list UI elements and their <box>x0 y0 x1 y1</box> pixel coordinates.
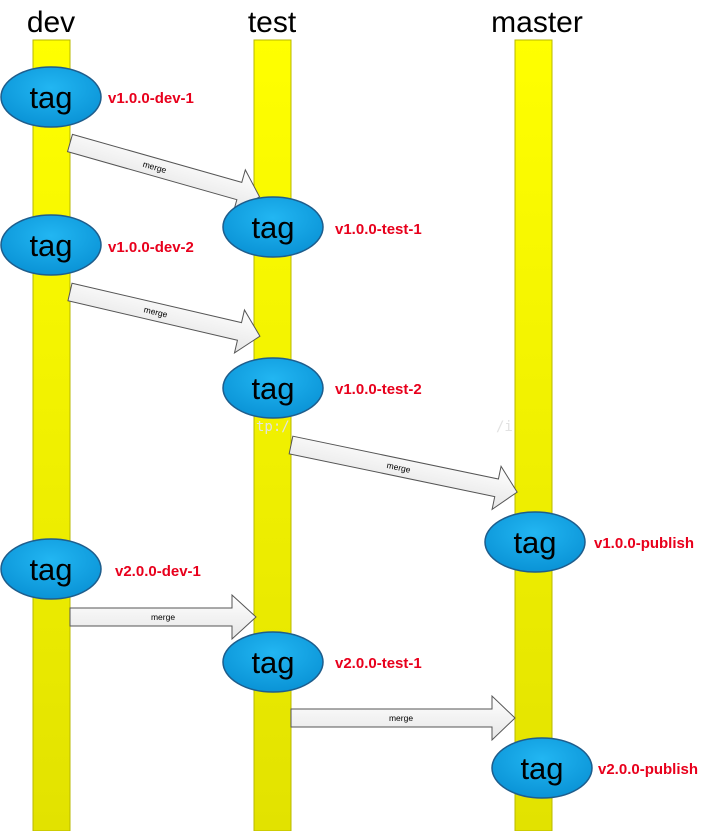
tag-node-text: tag <box>251 371 294 406</box>
merge-label: merge <box>151 612 175 622</box>
tag-node-v2.0.0-publish: tag <box>491 737 593 799</box>
version-label-v2.0.0-publish: v2.0.0-publish <box>598 761 698 778</box>
version-label-v2.0.0-test-1: v2.0.0-test-1 <box>335 655 422 672</box>
version-label-v1.0.0-dev-2: v1.0.0-dev-2 <box>108 239 194 256</box>
dev-branch-title: dev <box>27 6 75 39</box>
tag-node-text: tag <box>251 210 294 245</box>
tag-node-text: tag <box>29 228 72 263</box>
watermark-right: /i <box>496 419 513 435</box>
tag-node-v1.0.0-test-2: tag <box>222 357 324 419</box>
version-label-v1.0.0-test-1: v1.0.0-test-1 <box>335 221 422 238</box>
tag-node-v1.0.0-dev-2: tag <box>0 214 102 276</box>
watermark-left: tp:/ <box>256 419 290 435</box>
tag-node-v1.0.0-test-1: tag <box>222 196 324 258</box>
merge-label: merge <box>389 713 413 723</box>
master-branch-title: master <box>491 6 583 39</box>
tag-node-v1.0.0-publish: tag <box>484 511 586 573</box>
merge-arrow-test-to-master-2: merge <box>290 694 516 742</box>
tag-node-text: tag <box>29 80 72 115</box>
version-label-v2.0.0-dev-1: v2.0.0-dev-1 <box>115 563 201 580</box>
tag-node-v1.0.0-dev-1: tag <box>0 66 102 128</box>
tag-node-text: tag <box>520 751 563 786</box>
test-branch-title: test <box>248 6 297 39</box>
merge-label: merge <box>386 460 412 475</box>
version-label-v1.0.0-dev-1: v1.0.0-dev-1 <box>108 90 194 107</box>
master-branch-lane <box>514 39 553 831</box>
tag-node-text: tag <box>251 645 294 680</box>
merge-arrow-dev-to-test-1: merge <box>66 133 261 214</box>
version-label-v1.0.0-publish: v1.0.0-publish <box>594 535 694 552</box>
tag-node-v2.0.0-dev-1: tag <box>0 538 102 600</box>
merge-arrow-dev-to-test-3: merge <box>69 593 257 641</box>
merge-arrow-dev-to-test-2: merge <box>67 282 261 354</box>
tag-node-v2.0.0-test-1: tag <box>222 631 324 693</box>
dev-branch-lane <box>32 39 71 831</box>
test-branch-lane <box>253 39 292 831</box>
version-label-v1.0.0-test-2: v1.0.0-test-2 <box>335 381 422 398</box>
merge-arrow-test-to-master-1: merge <box>288 435 518 511</box>
tag-node-text: tag <box>513 525 556 560</box>
tag-node-text: tag <box>29 552 72 587</box>
